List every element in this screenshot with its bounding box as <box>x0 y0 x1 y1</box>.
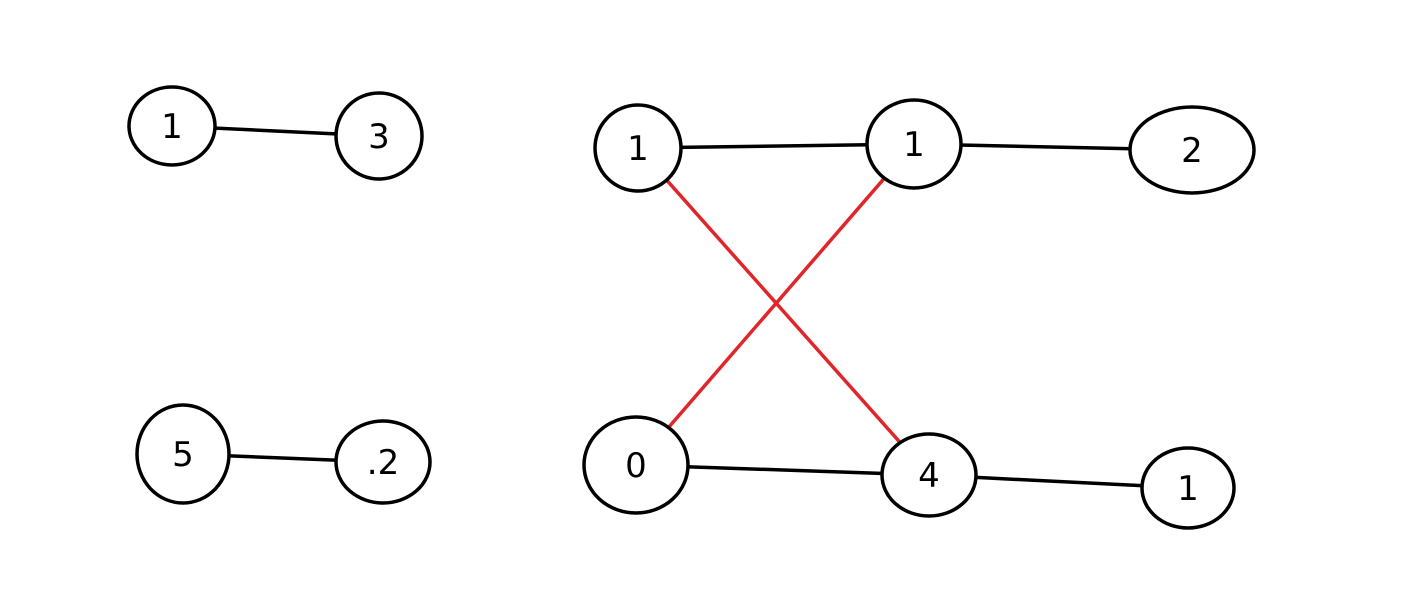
node-circle <box>1128 105 1256 195</box>
node-circle <box>334 91 424 181</box>
node-c1: 1 <box>593 103 683 193</box>
node-circle <box>865 98 963 190</box>
node-c3: 2 <box>1128 105 1256 195</box>
node-label: 1 <box>627 129 649 169</box>
node-label: .2 <box>367 443 399 483</box>
node-label: 4 <box>918 456 940 496</box>
node-c6: 1 <box>1140 446 1236 530</box>
edge-b1-b2 <box>225 454 340 462</box>
node-circle <box>334 419 432 505</box>
node-label: 0 <box>625 446 647 486</box>
node-circle <box>593 103 683 193</box>
node-a1: 1 <box>127 85 217 167</box>
node-label: 5 <box>172 435 194 475</box>
node-circle <box>127 85 217 167</box>
edges-layer <box>211 126 1146 488</box>
edge-a1-a2 <box>211 126 340 136</box>
edge-c1-c2 <box>677 142 871 150</box>
nodes-layer: 1 3 5 .2 1 1 2 0 4 1 <box>127 85 1256 530</box>
edge-c2-c4 <box>665 174 888 431</box>
node-circle <box>1140 446 1236 530</box>
node-c2: 1 <box>865 98 963 190</box>
node-a2: 3 <box>334 91 424 181</box>
node-label: 3 <box>368 117 390 157</box>
edge-c2-c3 <box>957 143 1134 151</box>
node-circle <box>880 432 978 518</box>
edge-c5-c6 <box>972 475 1146 488</box>
node-b2: .2 <box>334 419 432 505</box>
node-circle <box>582 415 690 515</box>
node-c4: 0 <box>582 415 690 515</box>
node-b1: 5 <box>135 403 231 505</box>
node-c5: 4 <box>880 432 978 518</box>
edge-c4-c5 <box>684 464 886 476</box>
node-label: 1 <box>1177 469 1199 509</box>
node-label: 1 <box>903 125 925 165</box>
edge-c1-c5 <box>663 176 904 446</box>
node-label: 2 <box>1181 131 1203 171</box>
node-label: 1 <box>161 107 183 147</box>
node-circle <box>135 403 231 505</box>
